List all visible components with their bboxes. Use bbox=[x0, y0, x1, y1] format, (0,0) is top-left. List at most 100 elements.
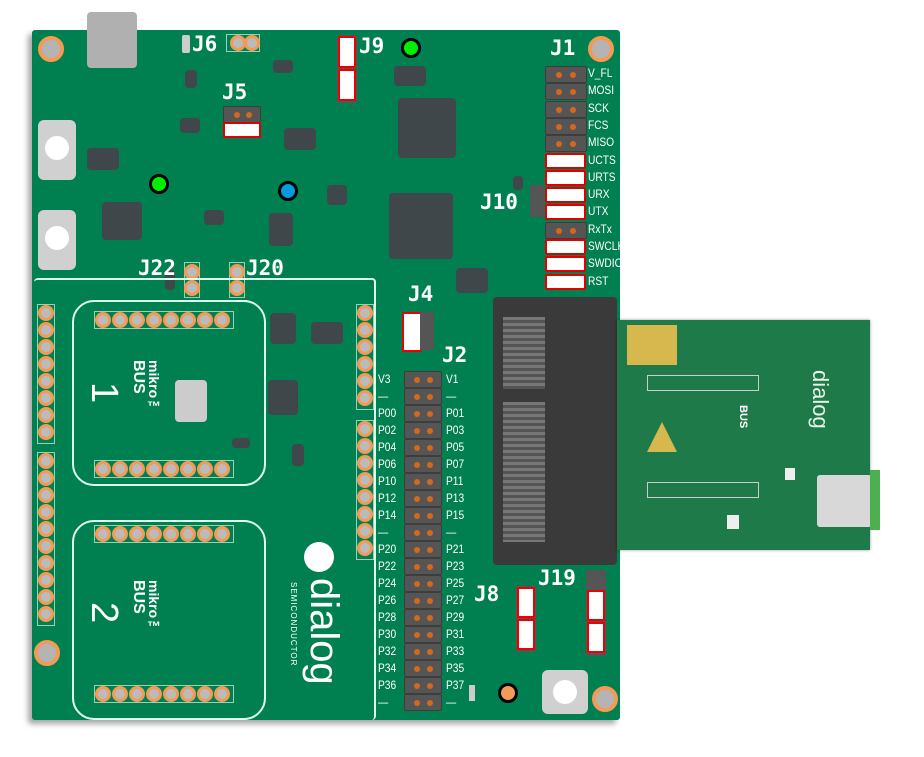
pin-header[interactable] bbox=[94, 460, 234, 478]
header-row[interactable] bbox=[404, 388, 442, 405]
j1-pin-label: MOSI bbox=[588, 83, 615, 98]
j2-pin-label-left: P32 bbox=[378, 644, 397, 658]
pin bbox=[357, 438, 373, 454]
chip bbox=[232, 438, 250, 448]
j6-label: J6 bbox=[192, 32, 218, 56]
pin bbox=[38, 424, 54, 440]
pin bbox=[95, 312, 111, 328]
header-row[interactable] bbox=[404, 405, 442, 422]
component bbox=[469, 685, 475, 701]
chip bbox=[268, 380, 298, 415]
header-row[interactable] bbox=[545, 83, 587, 101]
mikrobus-1-outline bbox=[72, 300, 266, 486]
header-row[interactable] bbox=[404, 371, 442, 388]
mikrobus-2-label-bottom: BUS bbox=[130, 580, 147, 614]
j1-pin-label: RxTx bbox=[588, 221, 612, 236]
pin bbox=[146, 312, 162, 328]
pin bbox=[163, 461, 179, 477]
header-row[interactable] bbox=[545, 135, 587, 153]
jumper-fitted[interactable] bbox=[545, 256, 586, 273]
j4-jumper[interactable] bbox=[402, 312, 434, 352]
j1-pin-label: V_FL bbox=[588, 66, 613, 80]
header-row[interactable] bbox=[545, 117, 587, 135]
header-row[interactable] bbox=[404, 456, 442, 473]
esd-warning-icon bbox=[647, 422, 677, 452]
j2-pin-label-left: P34 bbox=[378, 661, 397, 675]
pin bbox=[38, 356, 54, 372]
jumper-fitted[interactable] bbox=[545, 152, 586, 169]
header-row[interactable] bbox=[404, 524, 442, 541]
j9-jumper[interactable] bbox=[337, 35, 357, 103]
jumper-fitted[interactable] bbox=[545, 273, 586, 290]
j8-jumper[interactable] bbox=[516, 586, 536, 652]
pin bbox=[357, 322, 373, 338]
j2-pin-label-left: P30 bbox=[378, 627, 397, 641]
header-row[interactable] bbox=[404, 507, 442, 524]
daughterboard: dialog BUS bbox=[617, 320, 880, 550]
j2-pin-label-left: P20 bbox=[378, 542, 397, 556]
pin bbox=[38, 606, 54, 622]
header-row[interactable] bbox=[545, 100, 587, 118]
pin-header[interactable] bbox=[37, 452, 55, 626]
led-orange bbox=[498, 683, 518, 703]
j2-pin-label-left: P24 bbox=[378, 576, 397, 590]
reset-button[interactable] bbox=[38, 120, 76, 180]
chip bbox=[284, 128, 316, 150]
header-row[interactable] bbox=[404, 439, 442, 456]
j20-label: J20 bbox=[246, 256, 284, 280]
pin bbox=[38, 487, 54, 503]
header-row[interactable] bbox=[404, 677, 442, 694]
dialog-logo-sub: SEMICONDUCTOR bbox=[289, 582, 298, 667]
pin bbox=[357, 472, 373, 488]
header-row[interactable] bbox=[404, 541, 442, 558]
header-row[interactable] bbox=[404, 694, 442, 711]
j1-label: J1 bbox=[550, 36, 576, 60]
pin-header[interactable] bbox=[356, 420, 374, 560]
component bbox=[182, 35, 190, 53]
header-row[interactable] bbox=[545, 221, 587, 239]
jumper-fitted[interactable] bbox=[545, 239, 586, 255]
header-row[interactable] bbox=[404, 609, 442, 626]
header-row[interactable] bbox=[404, 575, 442, 592]
k2-button[interactable] bbox=[542, 670, 588, 714]
header-row[interactable] bbox=[545, 66, 587, 83]
header-row[interactable] bbox=[404, 473, 442, 490]
j6-header[interactable] bbox=[226, 34, 260, 52]
j22-header[interactable] bbox=[184, 262, 200, 298]
jumper-fitted[interactable] bbox=[545, 169, 586, 186]
mounting-hole bbox=[34, 640, 60, 666]
daughterboard-button[interactable] bbox=[785, 468, 795, 480]
j2-pin-label-left: P28 bbox=[378, 610, 397, 624]
j2-pin-label-left: V3 bbox=[378, 372, 391, 386]
j5-header[interactable] bbox=[223, 106, 261, 138]
pin-header[interactable] bbox=[37, 304, 55, 444]
j2-pin-label-left: P36 bbox=[378, 678, 397, 692]
usb-connector[interactable] bbox=[87, 12, 137, 68]
header-row[interactable] bbox=[404, 643, 442, 660]
pin-header[interactable] bbox=[94, 311, 234, 329]
pin bbox=[357, 339, 373, 355]
j2-pin-label-right: P25 bbox=[446, 576, 465, 590]
header-row[interactable] bbox=[404, 660, 442, 677]
header-row[interactable] bbox=[404, 626, 442, 643]
chip bbox=[513, 176, 523, 190]
pin-header[interactable] bbox=[94, 685, 234, 703]
header-row[interactable] bbox=[404, 592, 442, 609]
header-row[interactable] bbox=[404, 490, 442, 507]
k1-button[interactable] bbox=[38, 210, 76, 270]
pin bbox=[357, 455, 373, 471]
led-blue bbox=[278, 181, 298, 201]
j19-jumper[interactable] bbox=[586, 570, 606, 656]
jumper-fitted[interactable] bbox=[545, 187, 586, 204]
pin-header[interactable] bbox=[94, 525, 234, 543]
daughterboard-reset-button[interactable] bbox=[727, 515, 739, 529]
jumper-fitted[interactable] bbox=[545, 204, 586, 221]
j1-pin-label: SWCLK bbox=[588, 239, 625, 253]
header-row[interactable] bbox=[404, 422, 442, 439]
j10-header[interactable] bbox=[530, 185, 544, 217]
j2-pin-label-right: P37 bbox=[446, 678, 465, 692]
header-row[interactable] bbox=[404, 558, 442, 575]
pin-header[interactable] bbox=[356, 304, 374, 410]
pin bbox=[38, 373, 54, 389]
